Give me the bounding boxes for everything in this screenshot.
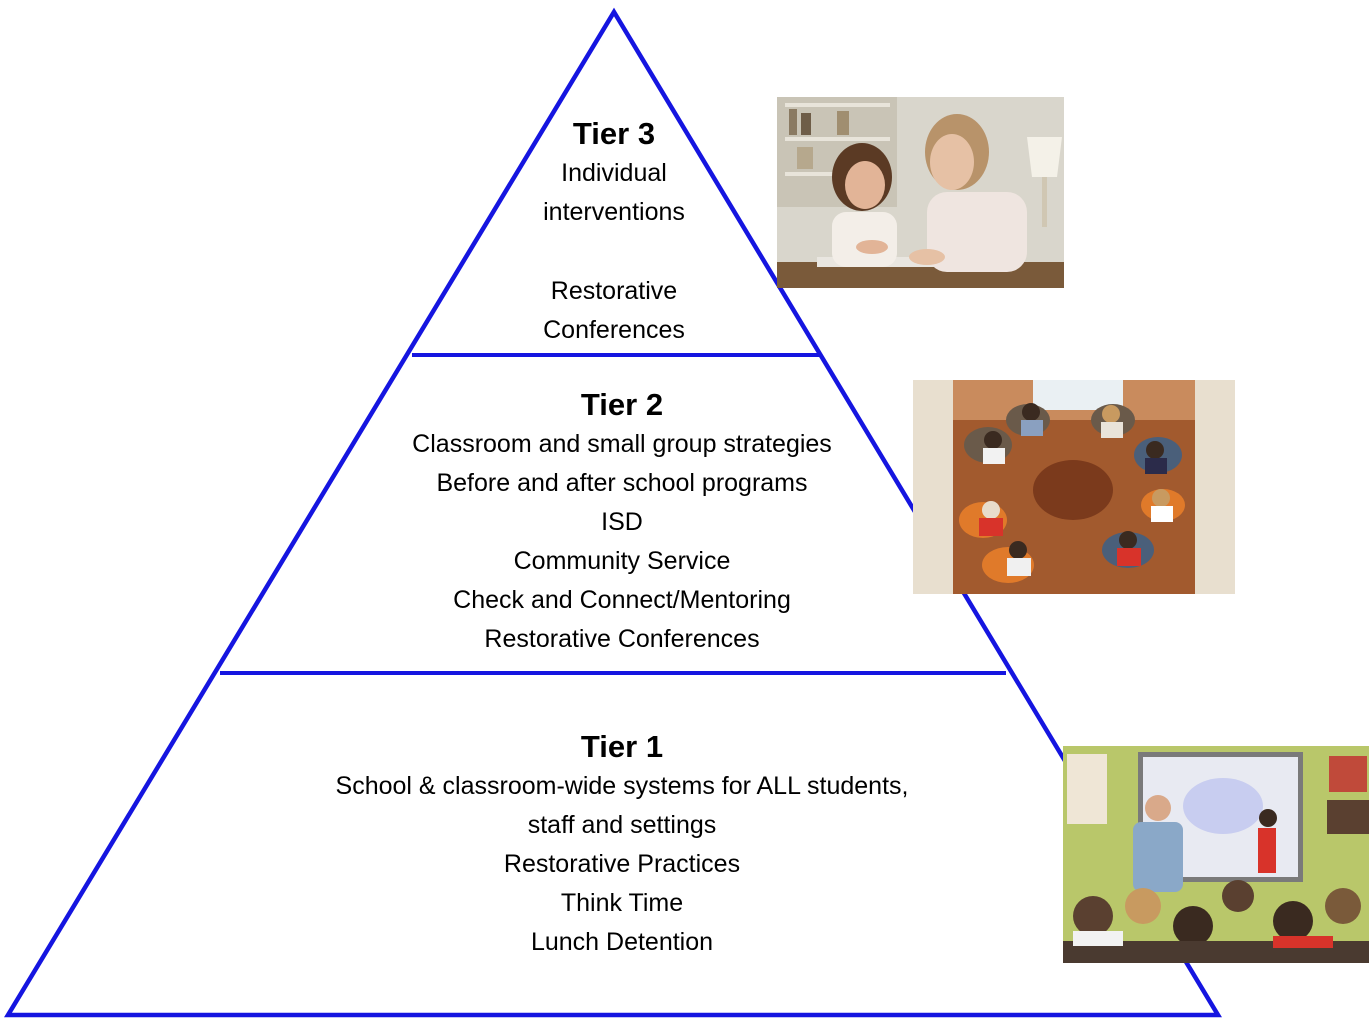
tier-2-line: Check and Connect/Mentoring (453, 586, 791, 614)
tier-2-line: Classroom and small group strategies (412, 430, 832, 458)
tier-2-line: Before and after school programs (436, 469, 808, 497)
tier-2-line: ISD (601, 508, 643, 536)
small-group-circle-photo (913, 380, 1235, 594)
tier-1-line: Think Time (560, 889, 684, 917)
tier-3-spacer (543, 232, 685, 272)
tier-1-line: Lunch Detention (530, 928, 714, 956)
tier-3-line: Individual (561, 159, 667, 187)
tier-1-section: Tier 1 School & classroom-wide systems f… (336, 727, 909, 962)
tier-2-line: Community Service (513, 547, 731, 575)
tier-3-line: interventions (543, 198, 685, 226)
tier-1-title: Tier 1 (580, 729, 664, 764)
tier-1-line: staff and settings (527, 811, 717, 839)
tier-3-title: Tier 3 (572, 116, 656, 151)
tier-2-title: Tier 2 (580, 387, 664, 422)
tier-3-section: Tier 3 Individual interventions Restorat… (543, 114, 685, 350)
tier-2-section: Tier 2 Classroom and small group strateg… (412, 385, 832, 659)
classroom-whiteboard-photo (1063, 746, 1369, 963)
tier-2-line: Restorative Conferences (484, 625, 760, 653)
tier-3-line: Conferences (543, 316, 685, 344)
tier-3-line: Restorative (550, 277, 678, 305)
tier-1-line: School & classroom-wide systems for ALL … (335, 772, 909, 800)
teacher-and-student-reading-photo (777, 97, 1064, 288)
tier-1-line: Restorative Practices (503, 850, 741, 878)
